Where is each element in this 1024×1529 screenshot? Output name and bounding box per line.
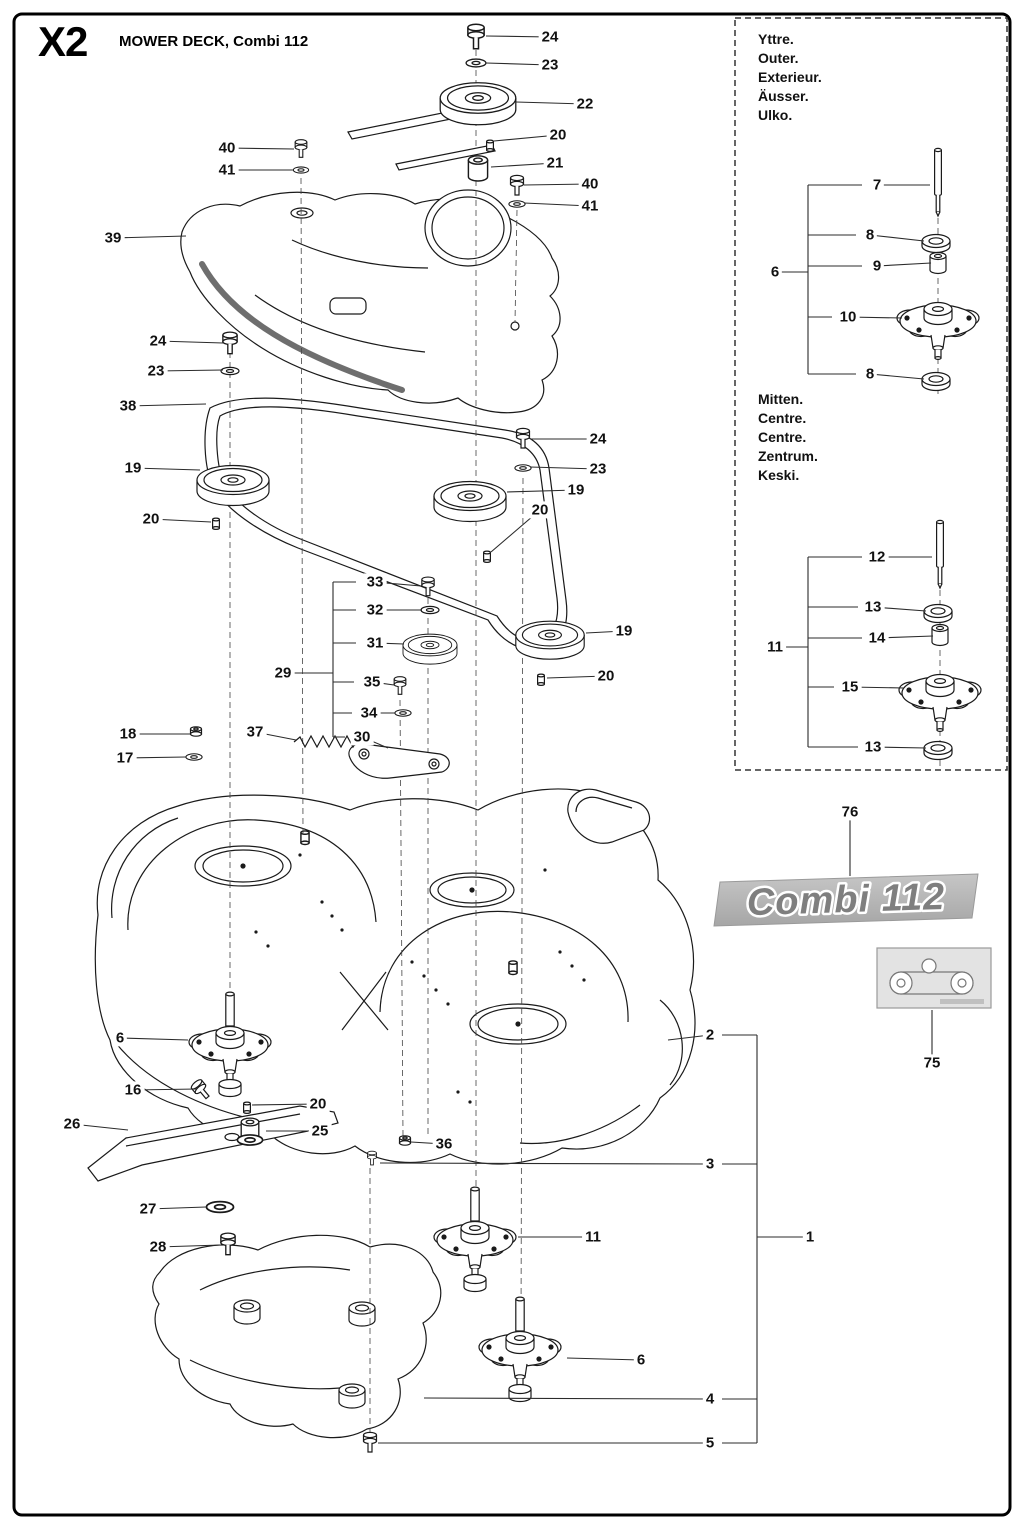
lang-label: Keski. — [758, 467, 800, 483]
centre-language-labels: Mitten. Centre. Centre. Zentrum. Keski. — [758, 390, 818, 485]
lang-label: Outer. — [758, 50, 799, 66]
belt-guard-cover — [180, 189, 561, 414]
outer-spindle-exploded — [896, 147, 980, 392]
page-border — [12, 12, 1012, 1517]
lang-label: Exterieur. — [758, 69, 822, 85]
page-title: MOWER DECK, Combi 112 — [119, 33, 309, 50]
belt-routing-thumbnail — [876, 947, 992, 1009]
mower-deck-shell — [94, 788, 696, 1165]
belt-idler-hardware — [185, 331, 585, 779]
lang-label: Centre. — [758, 429, 807, 445]
top-pulley-hardware — [292, 23, 526, 208]
lang-label: Zentrum. — [758, 448, 818, 464]
baffle-plate — [152, 1234, 442, 1439]
lang-label: Mitten. — [758, 391, 804, 407]
combi-112-logo: Combi 112 — [713, 873, 979, 927]
lang-label: Äusser. — [758, 88, 809, 104]
centre-spindle-exploded — [898, 519, 982, 761]
tension-spring — [293, 734, 363, 749]
outer-language-labels: Yttre. Outer. Exterieur. Äusser. Ulko. — [758, 30, 822, 125]
logo-text: Combi 112 — [746, 876, 946, 924]
page-code: X2 — [38, 18, 88, 65]
side-panel-box — [734, 17, 1008, 771]
drive-belt — [204, 397, 568, 651]
lang-label: Centre. — [758, 410, 807, 426]
blade — [87, 1105, 339, 1182]
lang-label: Yttre. — [758, 31, 794, 47]
lang-label: Ulko. — [758, 107, 793, 123]
